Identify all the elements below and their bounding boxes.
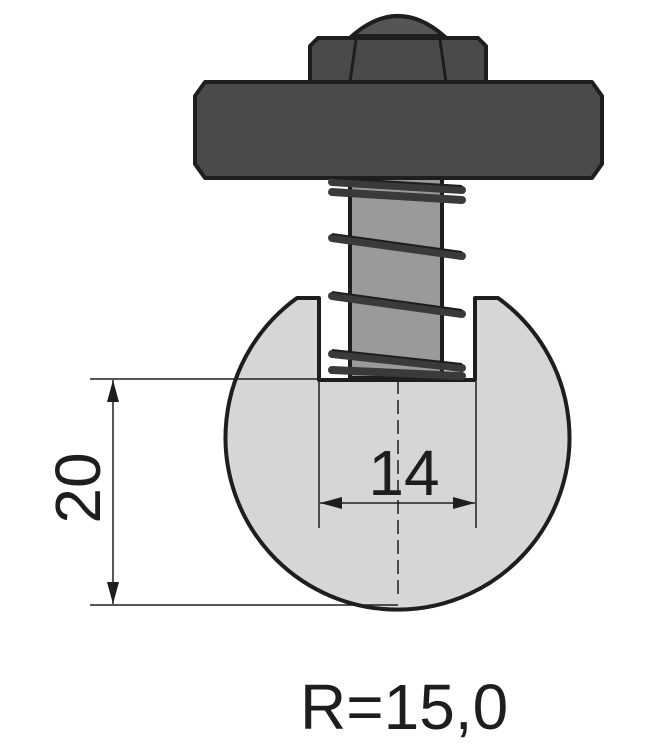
slot-width-dimension-label: 14 — [368, 437, 439, 509]
slot-width-dimension — [318, 382, 477, 528]
spring-outline — [331, 177, 463, 365]
spring — [328, 178, 466, 380]
radius-label: R=15,0 — [300, 671, 509, 743]
nut — [308, 14, 488, 84]
shaft — [348, 176, 444, 380]
clamp-plate — [193, 80, 604, 180]
height-dimension-label: 20 — [42, 452, 114, 523]
height-dimension — [90, 378, 398, 606]
